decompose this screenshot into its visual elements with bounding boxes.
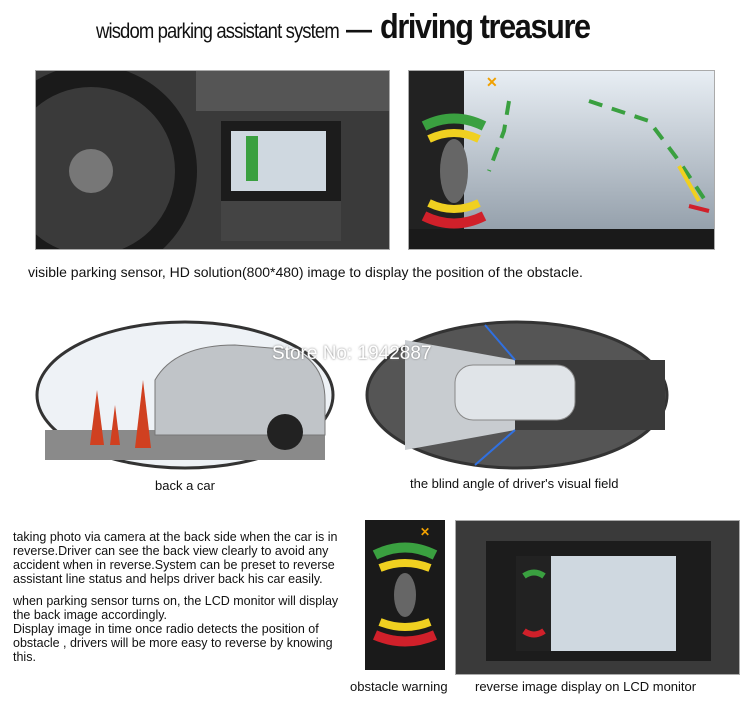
description: taking photo via camera at the back side… [13, 530, 353, 664]
top-caption: visible parking sensor, HD solution(800*… [28, 264, 583, 280]
caption-obstacle-warning: obstacle warning [350, 679, 448, 694]
caption-reverse-display: reverse image display on LCD monitor [475, 679, 697, 694]
lcd-monitor-photo [455, 520, 740, 675]
dashboard-photo [35, 70, 390, 250]
page-title: wisdom parking assistant system — drivin… [96, 8, 613, 47]
main-title: driving treasure [379, 8, 591, 46]
title-dash: — [345, 14, 372, 44]
close-icon: ✕ [486, 74, 498, 90]
subtitle: wisdom parking assistant system [96, 20, 340, 43]
store-watermark: Store No: 1942887 [272, 343, 432, 364]
back-car-image [35, 320, 335, 470]
parking-screen: ✕ [408, 70, 715, 250]
close-icon: ✕ [420, 525, 430, 539]
caption-back-car: back a car [155, 478, 215, 493]
description-p1: taking photo via camera at the back side… [13, 530, 338, 586]
caption-blind-angle: the blind angle of driver's visual field [410, 476, 619, 491]
description-p3: Display image in time once radio detects… [13, 622, 333, 664]
obstacle-warning-screen: ✕ [365, 520, 445, 670]
blind-angle-image [365, 320, 670, 470]
description-p2: when parking sensor turns on, the LCD mo… [13, 594, 339, 622]
